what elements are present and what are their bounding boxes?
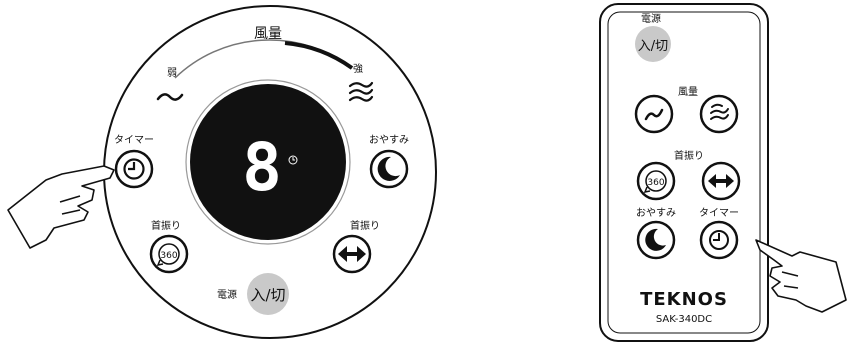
power-label: 電源: [217, 288, 237, 301]
swing-360-text: 360: [160, 251, 177, 261]
sleep-button[interactable]: [369, 149, 409, 189]
swing-label-left: 首振り: [151, 219, 181, 232]
strong-label: 強: [353, 62, 363, 75]
rotate-360-icon: [645, 170, 667, 192]
timer-button[interactable]: [114, 149, 154, 189]
remote-swing-label: 首振り: [674, 149, 704, 162]
remote-timer-label: タイマー: [699, 207, 739, 219]
remote-power-button-label: 入/切: [638, 39, 668, 54]
remote-swing-360-text: 360: [647, 178, 664, 188]
swing-360-button[interactable]: 360: [149, 234, 189, 274]
airflow-arc-strong: [284, 41, 354, 70]
remote-strong-button[interactable]: [699, 94, 739, 134]
sleep-label: おやすみ: [369, 134, 409, 146]
moon-icon: [377, 156, 400, 181]
remote-weak-button[interactable]: [634, 94, 674, 134]
clock-icon: [709, 230, 729, 250]
pointing-hand-left: [7, 165, 115, 249]
strong-wind-icon: [710, 103, 729, 120]
display-digit: 8: [242, 129, 282, 206]
weak-wind-icon: [644, 108, 664, 121]
remote-swing-360-button[interactable]: 360: [636, 161, 676, 201]
display-ring: [185, 79, 351, 245]
swing-label-right: 首振り: [350, 219, 380, 232]
pointing-hand-right: [755, 239, 847, 313]
airflow-title: 風量: [254, 26, 282, 42]
remote-swing-lr-button[interactable]: [701, 161, 741, 201]
remote-brand: TEKNOS: [640, 289, 728, 310]
power-button-label: 入/切: [250, 286, 285, 304]
remote-sleep-button[interactable]: [636, 220, 676, 260]
remote-inner-border: [607, 11, 761, 334]
rotate-360-icon: [158, 243, 180, 265]
remote-power-button[interactable]: 入/切: [635, 26, 671, 62]
display-timer-icon: [288, 155, 298, 165]
weak-label: 弱: [167, 67, 177, 79]
strong-wind-icon[interactable]: [348, 81, 374, 102]
swing-lr-button[interactable]: [332, 234, 372, 274]
moon-icon: [645, 228, 666, 251]
display-screen: [190, 84, 346, 240]
remote-sleep-label: おやすみ: [636, 207, 676, 219]
timer-label: タイマー: [114, 134, 154, 146]
remote-timer-button[interactable]: [699, 220, 739, 260]
remote-airflow-label: 風量: [678, 86, 698, 98]
left-right-arrow-icon: [338, 246, 366, 262]
remote-power-label: 電源: [641, 12, 661, 25]
remote-control: 電源 入/切 風量 首振り 360: [599, 3, 769, 342]
left-right-arrow-icon: [708, 174, 734, 188]
power-button[interactable]: 入/切: [247, 273, 289, 315]
control-panel: 風量 弱 強 8 タイマー おやすみ: [103, 5, 437, 339]
weak-wind-icon[interactable]: [156, 93, 184, 101]
clock-icon: [123, 158, 145, 180]
remote-model: SAK-340DC: [656, 314, 712, 325]
